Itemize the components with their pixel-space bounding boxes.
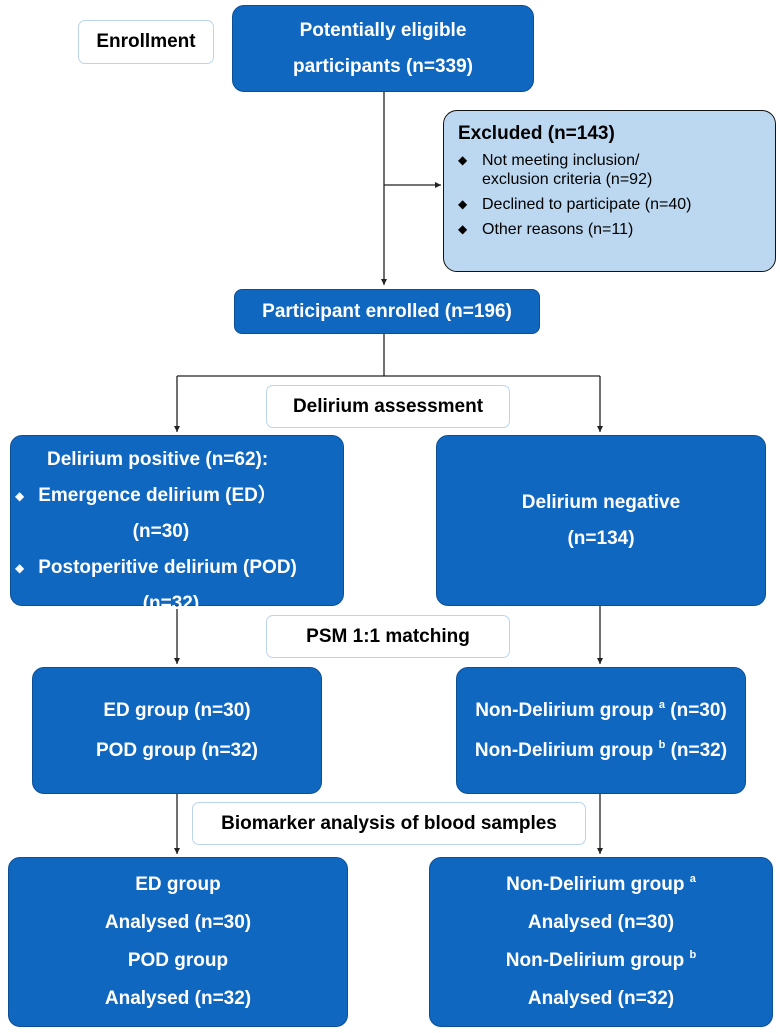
diamond-bullet-icon: ◆ (458, 197, 468, 211)
superscript-a: a (689, 873, 696, 885)
excluded-item: ◆ Other reasons (n=11) (458, 220, 765, 239)
delirium-assessment-label: Delirium assessment (266, 385, 510, 428)
ed-pod-groups-box: ED group (n=30) POD group (n=32) (32, 667, 322, 794)
biomarker-analysis-label: Biomarker analysis of blood samples (192, 802, 586, 845)
excluded-item-text: Declined to participate (n=40) (482, 196, 692, 213)
analysed-right-box: Non-Delirium group a Analysed (n=30) Non… (429, 857, 773, 1027)
delirium-positive-title: Delirium positive (n=62): (47, 449, 269, 470)
diamond-bullet-icon: ◆ (15, 489, 25, 503)
superscript-b: b (658, 738, 666, 751)
superscript-a: a (658, 698, 665, 711)
enrolled-text: Participant enrolled (n=196) (262, 300, 512, 322)
non-delirium-count: (n=32) (665, 739, 728, 761)
excluded-box: Excluded (n=143) ◆ Not meeting inclusion… (443, 110, 776, 272)
pod-group-text: POD group (n=32) (95, 739, 259, 761)
analysed-right-line: Non-Delirium group a (506, 866, 696, 904)
superscript-b: b (689, 949, 697, 961)
analysed-right-line: Analysed (n=32) (527, 988, 675, 1009)
psm-matching-text: PSM 1:1 matching (306, 625, 470, 647)
delirium-negative-line-2: (n=134) (567, 527, 635, 549)
non-delirium-label: Non-Delirium group (474, 739, 654, 761)
analysed-left-line: POD group (127, 950, 229, 971)
enrolled-box: Participant enrolled (n=196) (234, 289, 540, 334)
non-delirium-label: Non-Delirium group (475, 699, 654, 721)
analysed-right-line: Non-Delirium group b (506, 942, 696, 980)
eligible-line-2: participants (n=339) (292, 55, 474, 77)
psm-matching-label: PSM 1:1 matching (266, 615, 510, 658)
delirium-assessment-text: Delirium assessment (292, 395, 484, 417)
positive-item-pod: ◆ Postoperitive delirium (POD) (n=32) (15, 550, 297, 622)
analysed-right-line: Analysed (n=30) (527, 912, 675, 933)
analysed-right-text: Non-Delirium group (505, 950, 685, 971)
delirium-positive-box: Delirium positive (n=62): ◆ Emergence de… (10, 435, 344, 614)
diamond-bullet-icon: ◆ (458, 153, 468, 167)
delirium-negative-line-1: Delirium negative (521, 491, 681, 513)
non-delirium-count: (n=30) (665, 699, 727, 721)
eligible-box: Potentially eligible participants (n=339… (232, 5, 534, 92)
excluded-item: ◆ Declined to participate (n=40) (458, 195, 765, 214)
positive-item-text: Postoperitive delirium (POD) (38, 557, 297, 578)
positive-item-count: (n=30) (132, 521, 190, 542)
enrollment-text: Enrollment (96, 31, 196, 52)
biomarker-analysis-text: Biomarker analysis of blood samples (221, 812, 557, 834)
non-delirium-groups-box: Non-Delirium group a (n=30) Non-Delirium… (456, 667, 746, 794)
analysed-left-line: Analysed (n=32) (104, 988, 252, 1009)
excluded-item: ◆ Not meeting inclusion/ exclusion crite… (458, 151, 765, 189)
enrollment-label: Enrollment (78, 20, 214, 64)
positive-item-count: (n=32) (142, 593, 200, 614)
excluded-item-text: exclusion criteria (n=92) (482, 171, 653, 188)
analysed-left-line: ED group (135, 874, 221, 895)
excluded-item-text: Other reasons (n=11) (482, 221, 634, 238)
ed-group-text: ED group (n=30) (103, 699, 251, 721)
diamond-bullet-icon: ◆ (15, 561, 25, 575)
analysed-left-box: ED group Analysed (n=30) POD group Analy… (8, 857, 348, 1027)
analysed-left-line: Analysed (n=30) (104, 912, 252, 933)
positive-item-text: Emergence delirium (ED） (38, 485, 277, 506)
diamond-bullet-icon: ◆ (458, 222, 468, 236)
analysed-right-text: Non-Delirium group (506, 874, 685, 895)
delirium-negative-box: Delirium negative (n=134) (436, 435, 766, 606)
excluded-title: Excluded (n=143) (458, 123, 615, 144)
non-delirium-group-b: Non-Delirium group b (n=32) (475, 731, 727, 771)
positive-item-ed: ◆ Emergence delirium (ED） (n=30) (15, 478, 277, 550)
excluded-item-text: Not meeting inclusion/ (482, 152, 640, 169)
eligible-line-1: Potentially eligible (299, 19, 467, 41)
non-delirium-group-a: Non-Delirium group a (n=30) (475, 691, 727, 731)
